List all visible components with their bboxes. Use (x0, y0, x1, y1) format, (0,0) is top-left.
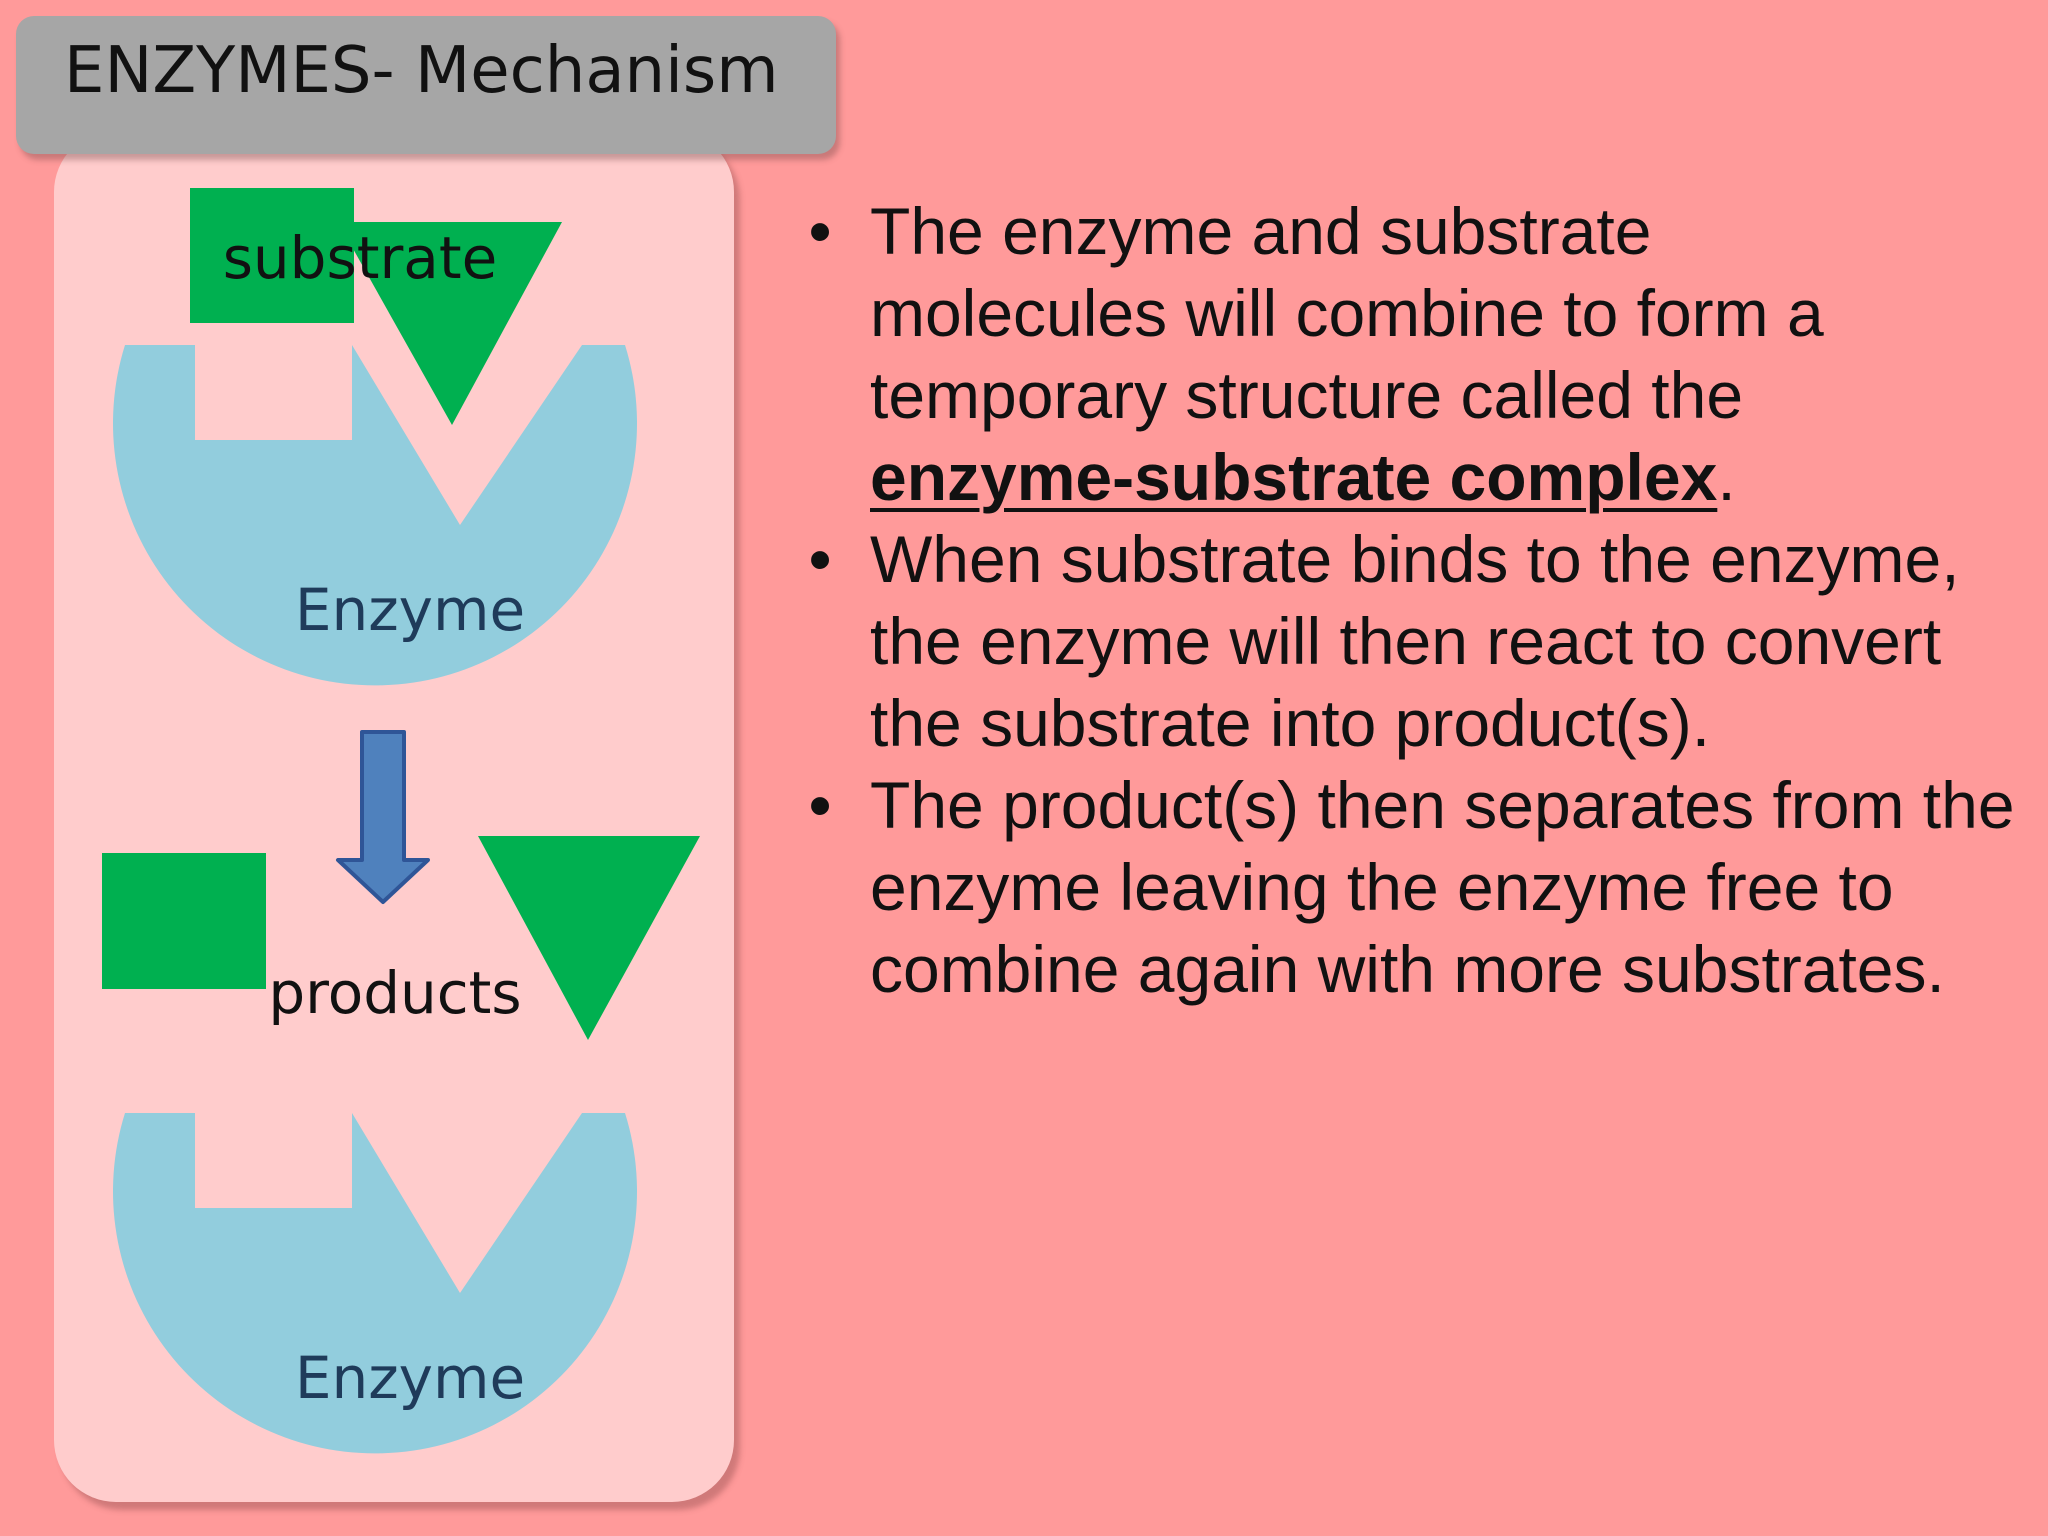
product-square (102, 853, 266, 989)
substrate-group: substrate (190, 188, 562, 425)
bullet-marker: • (808, 768, 832, 842)
enzyme-shape (112, 345, 638, 686)
enzyme-bottom-label: Enzyme (295, 1344, 525, 1412)
bullet-list: • The enzyme and substrate molecules wil… (800, 190, 2014, 1010)
substrate-label: substrate (223, 224, 498, 292)
title-box: ENZYMES- Mechanism (16, 16, 836, 154)
key-term: enzyme-substrate complex (870, 440, 1718, 514)
bullet-marker: • (808, 522, 832, 596)
bullet-text: When substrate binds to the enzyme, the … (870, 522, 1960, 760)
product-triangle (478, 836, 700, 1040)
enzyme-top-label: Enzyme (295, 576, 525, 644)
bullet-item: • When substrate binds to the enzyme, th… (800, 518, 2020, 764)
reaction-arrow (336, 730, 430, 904)
bullet-text: The product(s) then separates from the e… (870, 768, 2015, 1006)
bullet-item: • The enzyme and substrate molecules wil… (800, 190, 1950, 518)
bullet-text-end: . (1717, 440, 1736, 514)
down-arrow-icon (336, 730, 430, 904)
enzyme-shape (112, 1113, 638, 1454)
products-group: products (102, 836, 700, 1040)
substrate-square (190, 188, 354, 323)
products-label: products (268, 959, 521, 1027)
enzyme-bottom: Enzyme (112, 1113, 638, 1454)
enzyme-top: Enzyme (112, 345, 638, 686)
bullet-marker: • (808, 194, 832, 268)
page-title: ENZYMES- Mechanism (64, 34, 779, 108)
bullet-text: The enzyme and substrate molecules will … (870, 194, 1824, 432)
bullet-item: • The product(s) then separates from the… (800, 764, 2048, 1010)
substrate-triangle (338, 222, 562, 425)
